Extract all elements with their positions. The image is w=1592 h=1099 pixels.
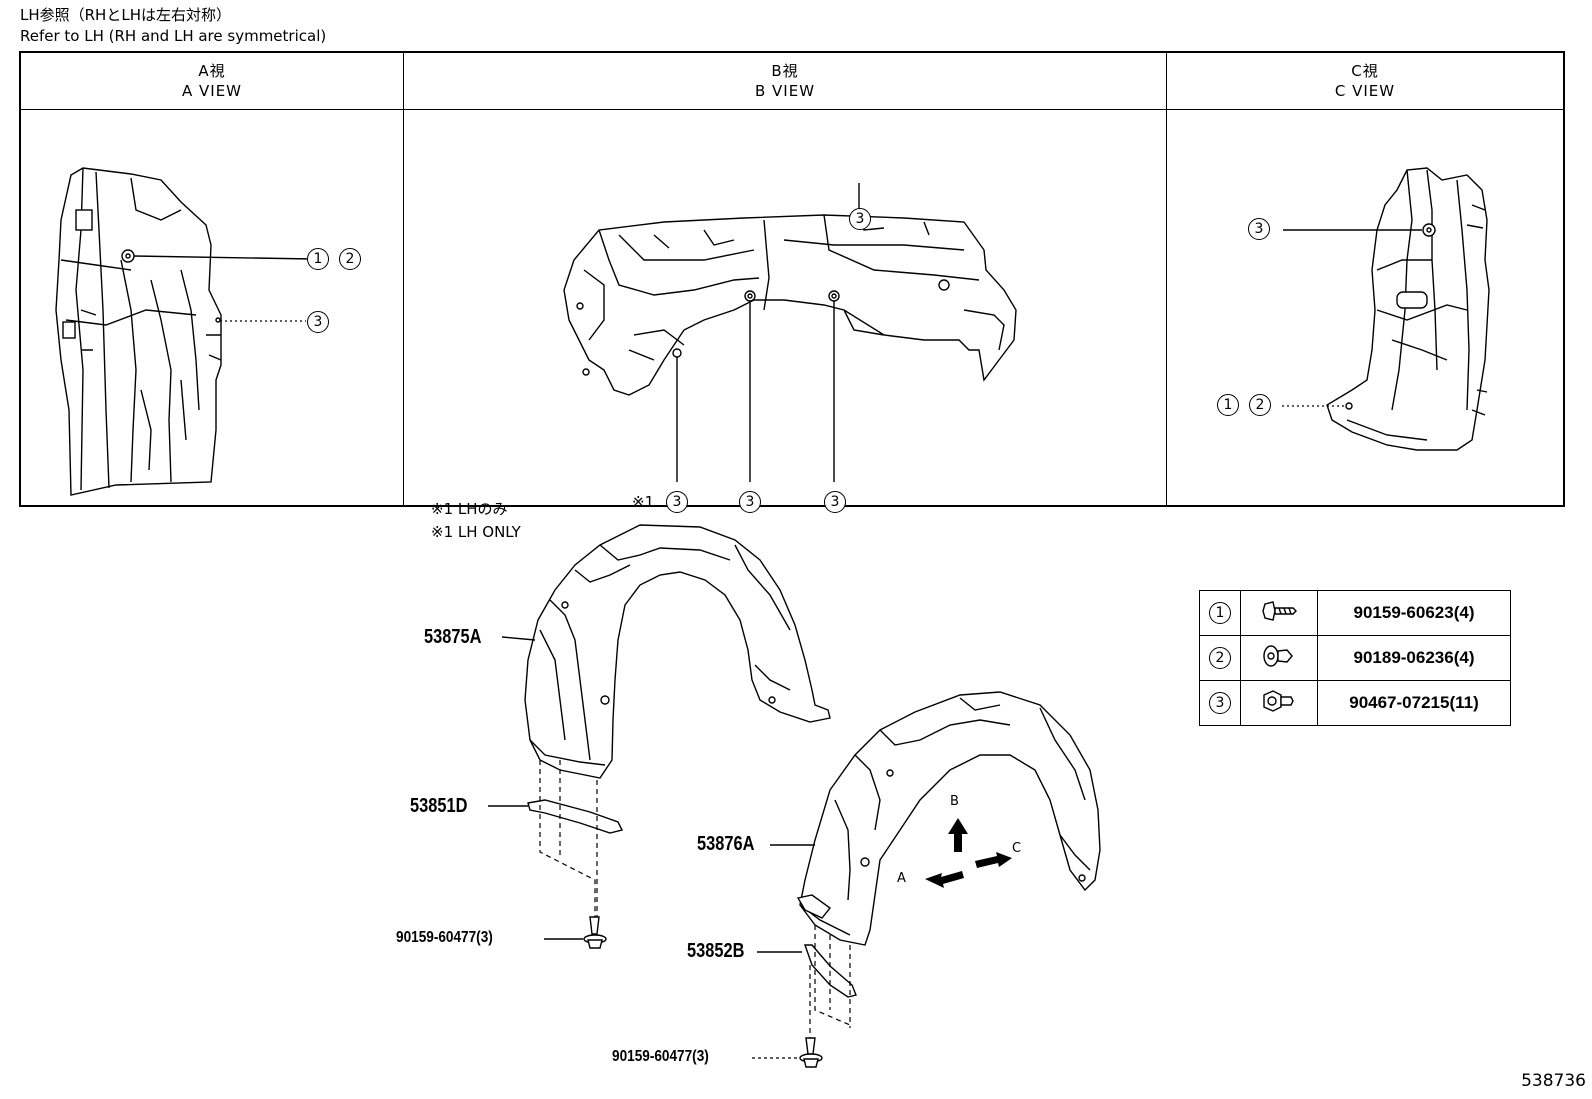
note-japanese: LH参照（RHとLHは左右対称） xyxy=(20,6,231,24)
legend-marker-3: 3 xyxy=(1209,692,1231,714)
seal-rh-shape xyxy=(804,944,857,998)
part-label-seal-rh: 53852B xyxy=(687,940,745,962)
screw-rh-shape xyxy=(799,1037,823,1068)
a-view-panel: A視 A VIEW xyxy=(21,53,404,505)
guide-lh-1 xyxy=(539,760,596,925)
b-view-marker-3-right: 3 xyxy=(824,491,846,513)
legend-part-number: 90467-07215(11) xyxy=(1317,680,1511,726)
legend-marker-1: 1 xyxy=(1209,602,1231,624)
figure-id: 538736 xyxy=(1521,1071,1586,1091)
b-view-note-en: ※1 LH ONLY xyxy=(431,523,521,541)
legend-num-cell: 1 xyxy=(1199,590,1241,636)
legend-icon-cell xyxy=(1240,680,1318,726)
part-label-screw-lh: 90159-60477(3) xyxy=(396,929,493,946)
legend-marker-2: 2 xyxy=(1209,647,1231,669)
arrow-label-a: A xyxy=(897,871,906,886)
legend-part-number: 90189-06236(4) xyxy=(1317,635,1511,681)
b-view-title-en: B VIEW xyxy=(754,82,816,100)
guide-rh-1 xyxy=(814,925,851,1026)
b-view-lh-only-mark: ※1 xyxy=(632,493,655,511)
arrow-label-c: C xyxy=(1012,841,1022,856)
a-view-title-en: A VIEW xyxy=(181,82,243,100)
c-view-body: 3 1 2 xyxy=(1167,110,1563,505)
b-view-marker-3-mid: 3 xyxy=(739,491,761,513)
part-label-liner-rh: 53876A xyxy=(697,833,755,855)
note-english: Refer to LH (RH and LH are symmetrical) xyxy=(20,27,327,45)
c-view-header: C視 C VIEW xyxy=(1167,53,1563,110)
legend-icon-cell xyxy=(1240,590,1318,636)
legend-row-3: 3 90467-07215(11) xyxy=(1199,680,1511,726)
b-view-note-jp: ※1 LHのみ xyxy=(431,500,508,518)
fastener-legend: 1 90159-60623(4) 2 90189-06236(4) 3 xyxy=(1199,590,1511,726)
part-label-screw-rh: 90159-60477(3) xyxy=(612,1048,709,1065)
b-view-body: 3 ※1 3 3 3 ※1 LHのみ ※1 LH ONLY xyxy=(404,110,1166,541)
legend-part-number: 90159-60623(4) xyxy=(1317,590,1511,636)
c-view-title-en: C VIEW xyxy=(1334,82,1396,100)
legend-num-cell: 3 xyxy=(1199,680,1241,726)
clip-icon xyxy=(1263,645,1293,667)
seal-lh-shape xyxy=(527,799,624,834)
c-view-title-jp: C視 xyxy=(1351,62,1379,80)
c-view-panel: C視 C VIEW 3 1 xyxy=(1167,53,1563,505)
b-view-marker-3-top: 3 xyxy=(849,208,871,230)
legend-row-2: 2 90189-06236(4) xyxy=(1199,635,1511,681)
legend-icon-cell xyxy=(1240,635,1318,681)
bolt-icon xyxy=(1263,690,1294,712)
b-view-drawing xyxy=(563,183,1017,482)
view-table: A視 A VIEW xyxy=(19,51,1565,541)
screw-lh-shape xyxy=(583,916,607,949)
c-view-marker-2: 2 xyxy=(1249,394,1271,416)
arrow-label-b: B xyxy=(950,794,959,809)
direction-arrows xyxy=(925,818,1012,888)
liner-rh-shape xyxy=(796,691,1101,946)
c-view-marker-3: 3 xyxy=(1248,218,1270,240)
a-view-header: A視 A VIEW xyxy=(21,53,403,110)
part-label-seal-lh: 53851D xyxy=(410,795,468,817)
a-view-drawing xyxy=(55,167,314,496)
legend-row-1: 1 90159-60623(4) xyxy=(1199,590,1511,636)
legend-num-cell: 2 xyxy=(1199,635,1241,681)
screw-icon xyxy=(1262,601,1297,621)
a-view-body: 1 2 3 xyxy=(21,110,403,505)
a-view-marker-3: 3 xyxy=(307,311,329,333)
a-view-marker-2: 2 xyxy=(339,248,361,270)
b-view-panel: B視 B VIEW xyxy=(404,53,1167,541)
b-view-header: B視 B VIEW xyxy=(404,53,1166,110)
a-view-title-jp: A視 xyxy=(198,62,226,80)
c-view-drawing xyxy=(1282,167,1490,451)
a-view-marker-1: 1 xyxy=(307,248,329,270)
b-view-marker-3-lh: 3 xyxy=(666,491,688,513)
part-label-liner-lh: 53875A xyxy=(424,626,482,648)
c-view-marker-1: 1 xyxy=(1217,394,1239,416)
b-view-title-jp: B視 xyxy=(771,62,799,80)
liner-lh-shape xyxy=(524,524,831,779)
